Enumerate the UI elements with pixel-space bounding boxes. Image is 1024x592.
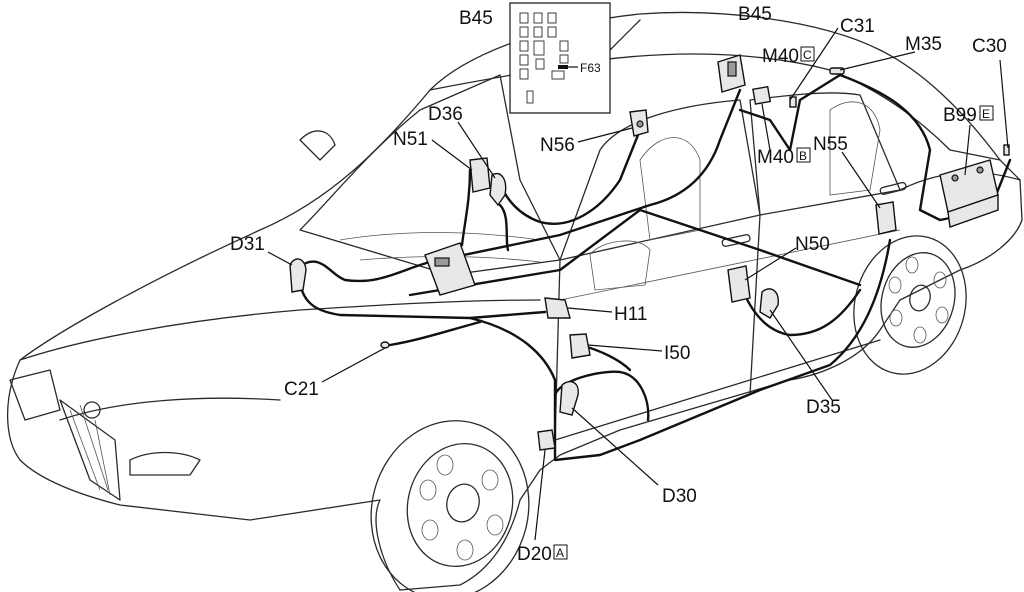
label-m40-c: M40 <box>762 46 799 67</box>
n51-module <box>469 157 491 193</box>
label-c21: C21 <box>284 379 319 400</box>
d20-connector <box>537 429 556 451</box>
m35-lamp <box>829 67 845 75</box>
label-d30: D30 <box>662 486 697 507</box>
label-d36: D36 <box>428 104 463 125</box>
label-n56: N56 <box>540 135 575 156</box>
label-d31: D31 <box>230 234 265 255</box>
c31-sensor <box>789 96 797 108</box>
i50-switch <box>569 333 591 359</box>
n55-module <box>875 201 897 235</box>
label-b99-box: E <box>982 107 990 121</box>
label-m35: M35 <box>905 34 942 55</box>
wiring-harness <box>296 73 1012 462</box>
label-d35: D35 <box>806 397 841 418</box>
label-m40-b-box: B <box>799 149 807 163</box>
fuse-f63-label: F63 <box>580 61 601 75</box>
b45-body-computer <box>717 54 746 93</box>
label-b45-fusebox: B45 <box>459 8 493 29</box>
c21-sensor <box>380 341 390 349</box>
components <box>289 54 1010 451</box>
label-d20-box: A <box>556 546 564 560</box>
d31-connector <box>289 258 307 293</box>
label-b99: B99 <box>943 105 977 126</box>
m40-c-module <box>752 85 772 105</box>
h11-component <box>544 297 571 319</box>
fuse-f63 <box>558 65 568 69</box>
leader-lines <box>267 27 1009 541</box>
label-m40-b: M40 <box>757 147 794 168</box>
label-m40-c-box: C <box>803 48 812 62</box>
label-d20: D20 <box>517 544 552 565</box>
battery-b99 <box>939 159 999 228</box>
label-b45: B45 <box>738 4 772 25</box>
label-i50: I50 <box>664 343 690 364</box>
labels: B45 B45 C31 M40 C M35 C30 D36 N51 N56 M4… <box>230 4 1007 565</box>
front-wheel <box>370 420 530 592</box>
dash-control-unit <box>424 242 476 296</box>
c30-sensor <box>1003 144 1010 156</box>
label-h11: H11 <box>614 304 647 325</box>
label-n50: N50 <box>795 234 830 255</box>
n56-component <box>629 109 649 137</box>
label-n51: N51 <box>393 129 428 150</box>
label-c31: C31 <box>840 16 875 37</box>
fuse-box-inset: F63 <box>509 2 611 114</box>
label-c30: C30 <box>972 36 1007 57</box>
label-n55: N55 <box>813 134 848 155</box>
d30-connector <box>559 380 579 416</box>
d35-connector <box>759 288 779 319</box>
rear-wheel <box>853 235 967 375</box>
n50-module <box>727 265 751 303</box>
d36-connector <box>489 172 507 207</box>
